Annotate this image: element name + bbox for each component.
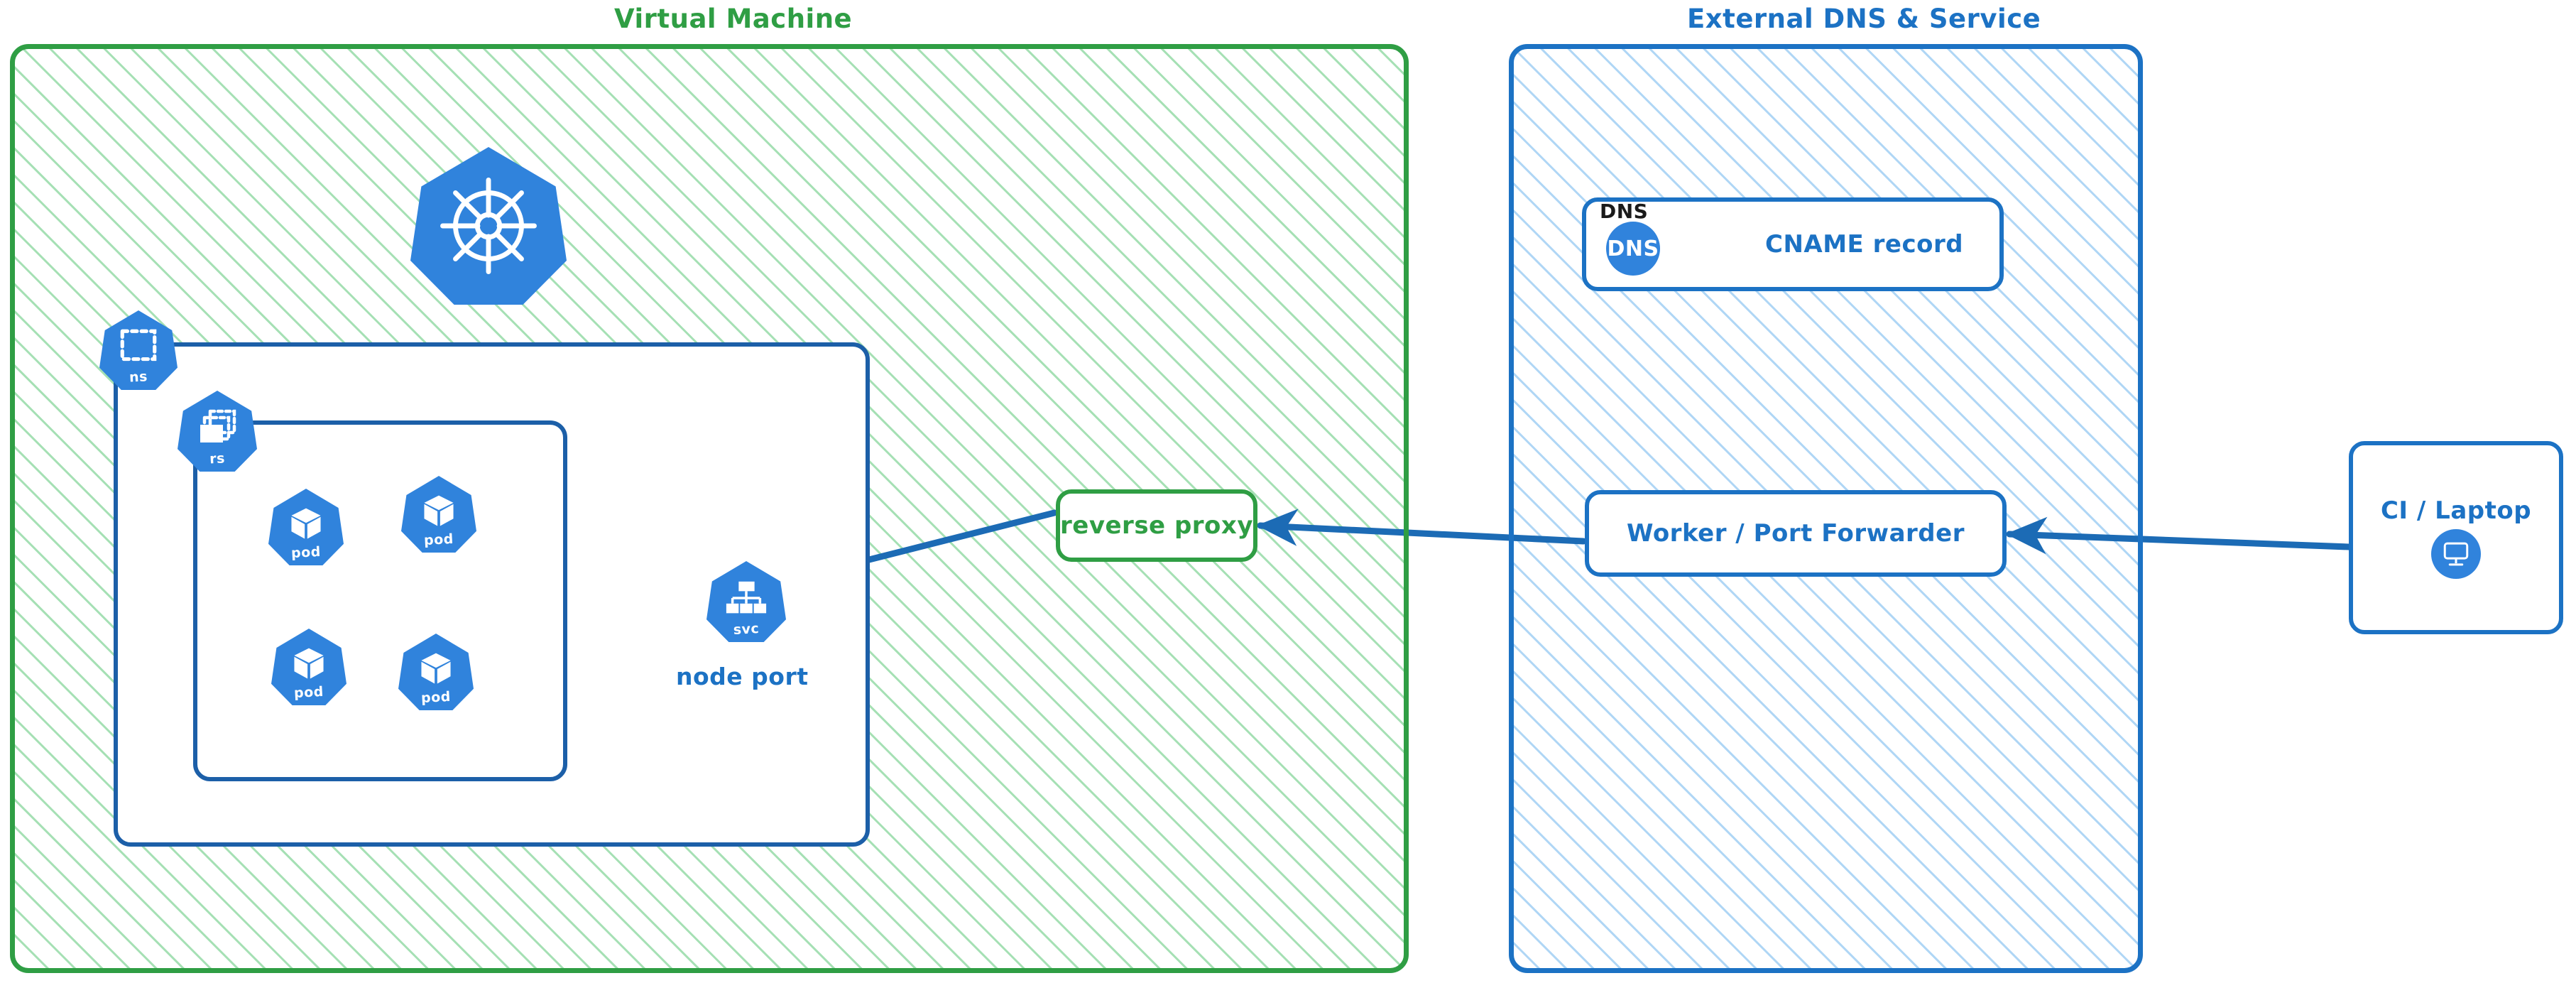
group-virtual-machine-title: Virtual Machine — [614, 4, 853, 34]
helm-wheel-icon — [440, 178, 537, 274]
cname-record-box[interactable]: DNS CNAME record — [1582, 197, 2004, 291]
replicaset-glyph-icon — [200, 409, 236, 442]
monitor-icon — [2431, 529, 2481, 579]
service-tree-icon — [726, 581, 767, 613]
pod-cube-icon — [421, 653, 451, 684]
pod-cube-icon — [291, 508, 321, 539]
pod-cube-icon — [294, 648, 324, 679]
group-virtual-machine — [10, 44, 1409, 973]
namespace-glyph-icon — [120, 329, 157, 362]
reverse-proxy-label: reverse proxy — [1060, 511, 1254, 540]
dns-badge-text: DNS — [1607, 236, 1659, 261]
dns-group-title: DNS — [1600, 200, 1649, 223]
worker-port-forwarder-label: Worker / Port Forwarder — [1627, 519, 1965, 548]
ci-laptop-box[interactable]: CI / Laptop — [2349, 441, 2563, 634]
group-external-dns-service-title: External DNS & Service — [1687, 4, 2041, 34]
group-external-dns-service — [1509, 44, 2143, 973]
dns-badge-icon: DNS — [1606, 222, 1660, 276]
replicaset-scope-box — [193, 420, 567, 781]
node-port-label: node port — [676, 663, 809, 690]
ci-laptop-label: CI / Laptop — [2380, 496, 2532, 525]
worker-port-forwarder-box[interactable]: Worker / Port Forwarder — [1585, 490, 2007, 577]
cname-record-label: CNAME record — [1765, 230, 1964, 259]
reverse-proxy-box[interactable]: reverse proxy — [1056, 489, 1257, 562]
pod-cube-icon — [424, 495, 454, 526]
monitor-glyph-icon — [2443, 542, 2469, 566]
